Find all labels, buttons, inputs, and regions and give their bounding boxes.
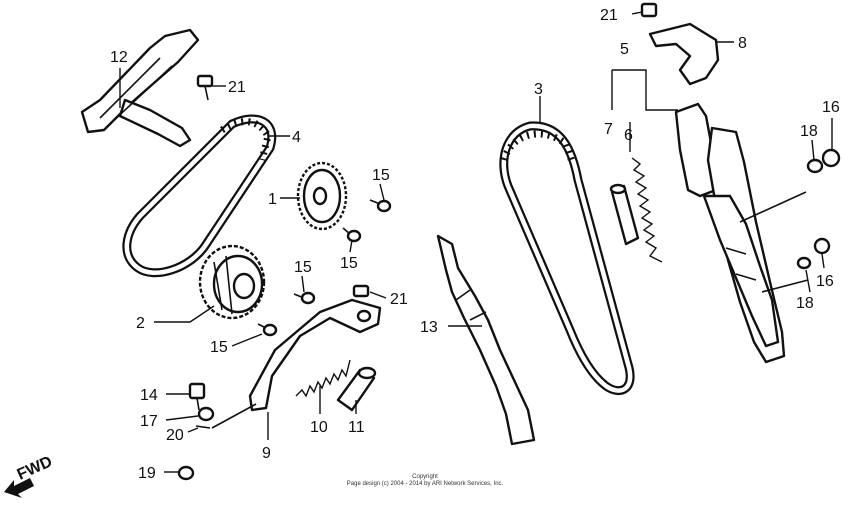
part-20-clip	[195, 425, 211, 429]
part-2-gear	[198, 244, 266, 320]
label-8: 8	[738, 35, 747, 52]
bolt-21-mid	[352, 284, 370, 298]
part-12-bracket	[80, 28, 200, 148]
part-10-spring	[295, 359, 351, 398]
label-9: 9	[262, 445, 271, 462]
label-11: 11	[348, 419, 365, 436]
bolt-15-c	[293, 291, 316, 305]
label-16a: 16	[822, 99, 840, 116]
label-7: 7	[604, 121, 613, 138]
copyright-line1: Copyright	[412, 474, 438, 480]
part-14-bolt	[188, 382, 206, 411]
part-3-cam-chain-right	[499, 121, 635, 395]
nut-16-bottom	[813, 237, 831, 255]
label-21a: 21	[228, 79, 246, 96]
bolt-15-d	[257, 323, 278, 337]
label-15d: 15	[210, 339, 228, 356]
label-4: 4	[292, 129, 301, 146]
label-13: 13	[420, 319, 438, 336]
fwd-arrow: FWD	[4, 453, 55, 498]
callout-labels: 12 21 4 1 15 15 15 21 15 2 14 17 20 19 9…	[110, 7, 840, 482]
part-9-tensioner-arm	[211, 298, 382, 429]
label-2: 2	[136, 315, 145, 332]
leader-lines	[119, 11, 833, 473]
part-17-washer	[197, 406, 215, 422]
label-18a: 18	[800, 123, 818, 140]
label-18b: 18	[796, 295, 814, 312]
part-4-cam-chain-left	[122, 114, 277, 278]
nut-16-top	[821, 148, 841, 168]
bolt-21-top	[196, 74, 214, 101]
label-15c: 15	[294, 259, 312, 276]
part-11-roller	[336, 366, 377, 412]
bolt-15-b	[342, 227, 362, 243]
label-1: 1	[268, 191, 277, 208]
bolt-15-a	[369, 199, 392, 213]
washer-18-top	[806, 158, 824, 174]
part-19-cap	[177, 465, 195, 481]
label-20: 20	[166, 427, 184, 444]
label-17: 17	[140, 413, 158, 430]
label-16b: 16	[816, 273, 834, 290]
copyright-line2: Page design (c) 2004 - 2014 by ARI Netwo…	[347, 481, 504, 487]
label-3: 3	[534, 81, 543, 98]
label-21c: 21	[600, 7, 618, 24]
label-6: 6	[624, 127, 633, 144]
part-7-pin	[609, 183, 640, 246]
label-15a: 15	[372, 167, 390, 184]
part-13-chain-guide	[436, 234, 536, 446]
washer-18-bottom	[796, 256, 812, 270]
label-12: 12	[110, 49, 128, 66]
label-15b: 15	[340, 255, 358, 272]
label-19: 19	[138, 465, 156, 482]
part-1-cam-sprocket	[296, 161, 348, 231]
part-8-bracket	[640, 2, 720, 86]
part-6-spring	[631, 157, 663, 263]
fwd-label: FWD	[15, 453, 55, 483]
tensioner-assembly	[674, 102, 809, 364]
label-5: 5	[620, 41, 629, 58]
label-21b: 21	[390, 291, 408, 308]
label-10: 10	[310, 419, 328, 436]
label-14: 14	[140, 387, 158, 404]
copyright-notice: Copyright Page design (c) 2004 - 2014 by…	[347, 474, 504, 487]
